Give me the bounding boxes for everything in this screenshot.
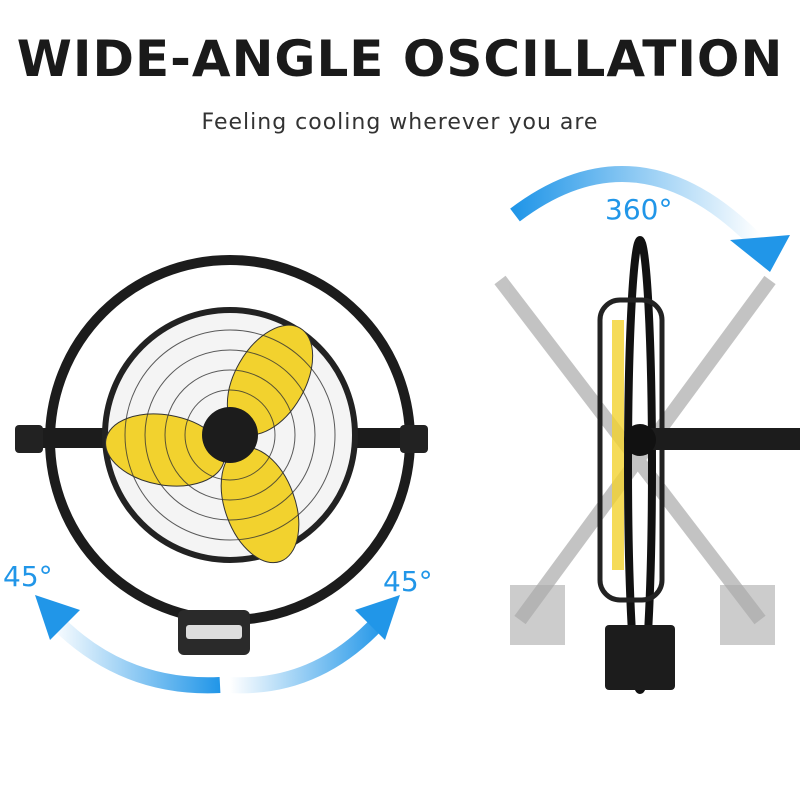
page-subtitle: Feeling cooling wherever you are (201, 110, 599, 135)
curved-arrow-right-icon (229, 609, 392, 694)
fan-side-view (494, 236, 800, 694)
page-title: WIDE-ANGLE OSCILLATION (16, 30, 784, 88)
rotation-angle-label: 360° (605, 193, 673, 226)
rotation-arrow-icon (510, 166, 766, 251)
curved-arrow-left-icon (44, 609, 221, 694)
left-angle-label: 45° (3, 560, 53, 593)
right-angle-label: 45° (383, 565, 433, 598)
fan-front-view (15, 255, 428, 655)
